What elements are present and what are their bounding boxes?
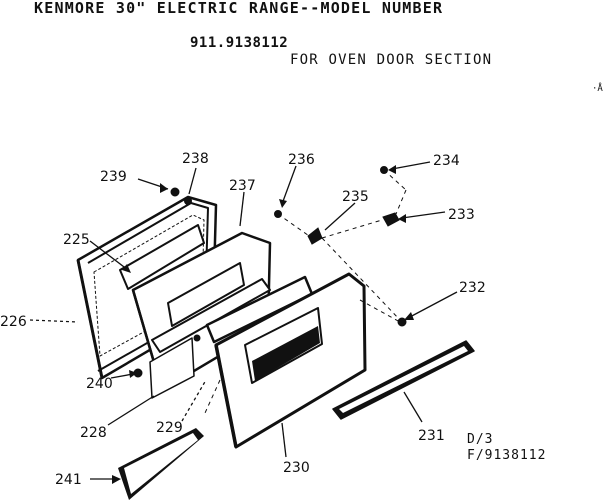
- assembly-lines: [204, 169, 407, 414]
- diagram-title: KENMORE 30" ELECTRIC RANGE--MODEL NUMBER: [34, 0, 444, 17]
- part-label-229: 229: [156, 420, 183, 436]
- part-label-233: 233: [448, 207, 475, 223]
- part-label-240: 240: [86, 376, 113, 392]
- door-gasket: [118, 428, 204, 500]
- part-label-235: 235: [342, 189, 369, 205]
- page-code-line1: D/3: [467, 432, 494, 447]
- part-label-226: 226: [0, 314, 27, 330]
- hinge-clip: [307, 227, 323, 245]
- hinge-bracket: [382, 212, 400, 227]
- part-label-237: 237: [229, 178, 256, 194]
- part-label-230: 230: [283, 460, 310, 476]
- part-label-228: 228: [80, 425, 107, 441]
- door-handle-highlight: [339, 346, 468, 413]
- outer-door-panel: [214, 272, 367, 449]
- page-code-line2: F/9138112: [467, 448, 547, 463]
- page-code: D/3 F/9138112: [467, 432, 546, 464]
- leader-lines: [29, 161, 458, 484]
- part-label-231: 231: [418, 428, 445, 444]
- part-label-232: 232: [459, 280, 486, 296]
- part-label-241: 241: [55, 472, 82, 488]
- part-label-225: 225: [63, 232, 90, 248]
- window-glass: [119, 224, 205, 290]
- insulation-panel: [149, 278, 271, 399]
- part-label-238: 238: [182, 151, 209, 167]
- part-label-236: 236: [288, 152, 315, 168]
- model-number: 911.9138112: [190, 35, 289, 51]
- part-label-234: 234: [433, 153, 460, 169]
- screw-238: [184, 197, 192, 205]
- screw-small: [193, 334, 201, 342]
- part-label-239: 239: [100, 169, 127, 185]
- corner-mark: ·Å: [592, 84, 603, 94]
- screw-239: [170, 187, 180, 197]
- section-label: FOR OVEN DOOR SECTION: [290, 52, 493, 68]
